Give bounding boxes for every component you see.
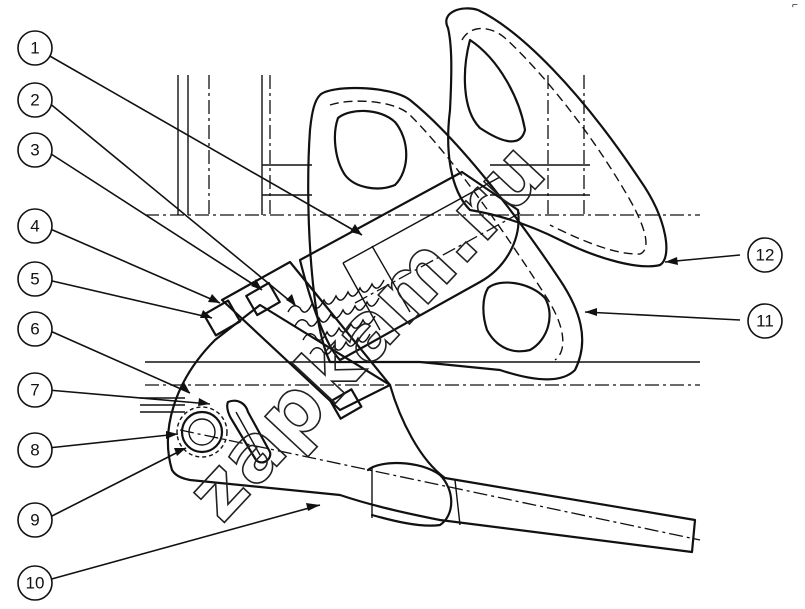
callout-label: 8 [30,441,39,460]
callout-11: 11 [747,303,783,339]
callout-label: 6 [30,320,39,339]
callout-2: 2 [17,82,53,118]
callout-label: 12 [756,246,775,265]
callout-5: 5 [17,261,53,297]
callout-7: 7 [17,372,53,408]
callout-label: 11 [756,312,774,331]
callout-label: 2 [30,91,39,110]
callout-10: 10 [17,565,53,601]
leader-lines [47,54,741,581]
callout-label: 4 [30,217,39,236]
callout-9: 9 [17,502,53,538]
callout-12: 12 [747,237,783,273]
callout-label: 10 [26,574,45,593]
callout-label: 1 [30,39,39,58]
corner-mark: ⌐ [792,0,798,11]
callout-1: 1 [17,30,53,66]
callout-label: 7 [30,381,39,400]
spring [287,279,385,355]
callout-label: 9 [30,511,39,530]
lower-loop [307,87,584,381]
callout-6: 6 [17,311,53,347]
upper-knuckle [445,7,668,268]
callout-8: 8 [17,432,53,468]
callout-4: 4 [17,208,53,244]
callout-3: 3 [17,132,53,168]
callout-label: 3 [30,141,39,160]
callout-label: 5 [30,270,39,289]
